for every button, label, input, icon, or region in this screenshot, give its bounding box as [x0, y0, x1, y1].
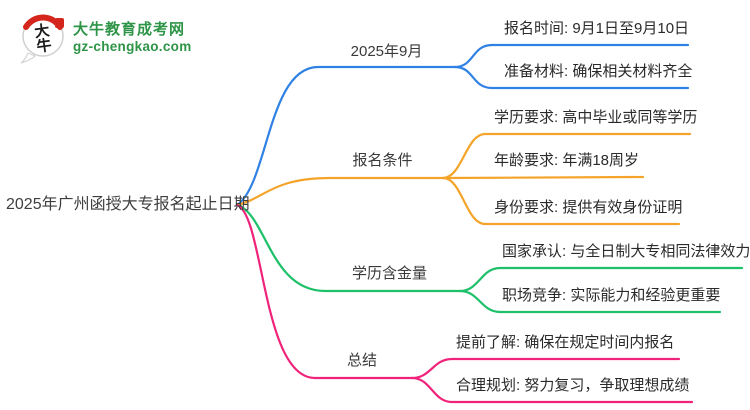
branch-4-child-1-line	[410, 357, 681, 380]
branch-2-child-2: 年龄要求: 年满18周岁	[494, 152, 640, 169]
branch-1-child-1-line	[453, 43, 690, 69]
branch-3-child-1-line	[458, 266, 744, 293]
site-logo[interactable]: 大 牛 大牛教育成考网 gz-chengkao.com	[18, 10, 192, 64]
branch-4-label: 总结	[346, 352, 377, 369]
root-node: 2025年广州函授大专报名起止日期	[6, 196, 250, 213]
site-domain: gz-chengkao.com	[73, 39, 192, 54]
branch-3-line	[235, 203, 462, 293]
branch-4-child-2: 合理规划: 努力复习，争取理想成绩	[456, 377, 690, 394]
site-name: 大牛教育成考网	[73, 21, 186, 38]
branch-3-child-2: 职场竞争: 实际能力和经验更重要	[502, 287, 721, 304]
branch-3-label: 学历含金量	[351, 265, 427, 282]
branch-2-child-3-line	[441, 176, 681, 226]
branch-4-child-2-line	[410, 376, 694, 404]
branch-1-line	[235, 65, 457, 207]
logo-badge-icon: 大 牛	[20, 14, 64, 64]
branch-1-child-2: 准备材料: 确保相关材料齐全	[504, 63, 693, 80]
branch-2-child-3: 身份要求: 提供有效身份证明	[494, 199, 683, 216]
branch-1-label: 2025年9月	[350, 43, 423, 60]
branch-4-line	[235, 203, 414, 380]
branch-3-child-1: 国家承认: 与全日制大专相同法律效力	[502, 243, 750, 260]
logo-char-top: 大	[33, 21, 50, 41]
branch-2-label: 报名条件	[352, 152, 413, 169]
branch-4-child-1: 提前了解: 确保在规定时间内报名	[456, 334, 675, 351]
branch-2-child-1: 学历要求: 高中毕业或同等学历	[494, 109, 698, 126]
branch-2-child-2-line	[441, 175, 645, 180]
branch-3-child-2-line	[458, 289, 722, 314]
branch-2-child-1-line	[441, 132, 692, 180]
branch-1-child-2-line	[453, 65, 690, 90]
branch-1-child-1: 报名时间: 9月1日至9月10日	[504, 20, 690, 37]
branch-2-line	[235, 176, 445, 207]
logo-char-bottom: 牛	[35, 36, 52, 56]
